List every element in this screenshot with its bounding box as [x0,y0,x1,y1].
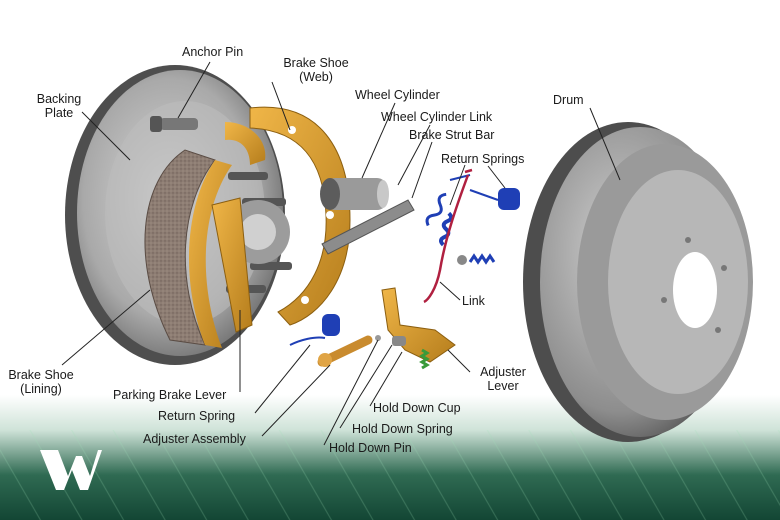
brake-strut-bar-part [321,199,415,255]
return-spring-part [289,314,340,346]
hold-down-parts [375,335,430,370]
brake-shoe-web-part [249,106,351,326]
label-hold-down-pin: Hold Down Pin [329,441,412,455]
adjuster-spring-part [457,253,496,265]
label-brake-shoe-lining: Brake Shoe(Lining) [8,368,74,396]
link-part [423,168,473,304]
anchor-pin-part [150,116,198,132]
label-hold-down-cup: Hold Down Cup [373,401,461,415]
label-drum: Drum [553,93,584,107]
adjuster-lever-part [381,287,456,363]
leader-lines [61,61,621,446]
label-brake-shoe-web: Brake Shoe(Web) [283,56,349,84]
label-wheel-cylinder: Wheel Cylinder [355,88,440,102]
label-wheel-cylinder-link: Wheel Cylinder Link [381,110,493,124]
label-return-springs: Return Springs [441,152,525,166]
w-logo-icon [40,450,102,490]
adjuster-assembly-part [317,335,373,367]
wheel-cylinder-part [320,178,389,210]
label-adjuster-assembly: Adjuster Assembly [143,432,246,446]
drum-part [523,122,753,442]
parking-brake-lever-part [211,122,266,333]
brake-shoe-lining-part [144,149,232,348]
label-hold-down-spring: Hold Down Spring [352,422,453,436]
label-parking-brake-lever: Parking Brake Lever [113,388,227,402]
footer-stripes [0,430,780,520]
label-link: Link [462,294,485,308]
label-brake-strut-bar: Brake Strut Bar [409,128,495,142]
label-anchor-pin: Anchor Pin [182,45,244,59]
label-return-spring: Return Spring [158,409,236,423]
return-springs-part [425,174,520,247]
